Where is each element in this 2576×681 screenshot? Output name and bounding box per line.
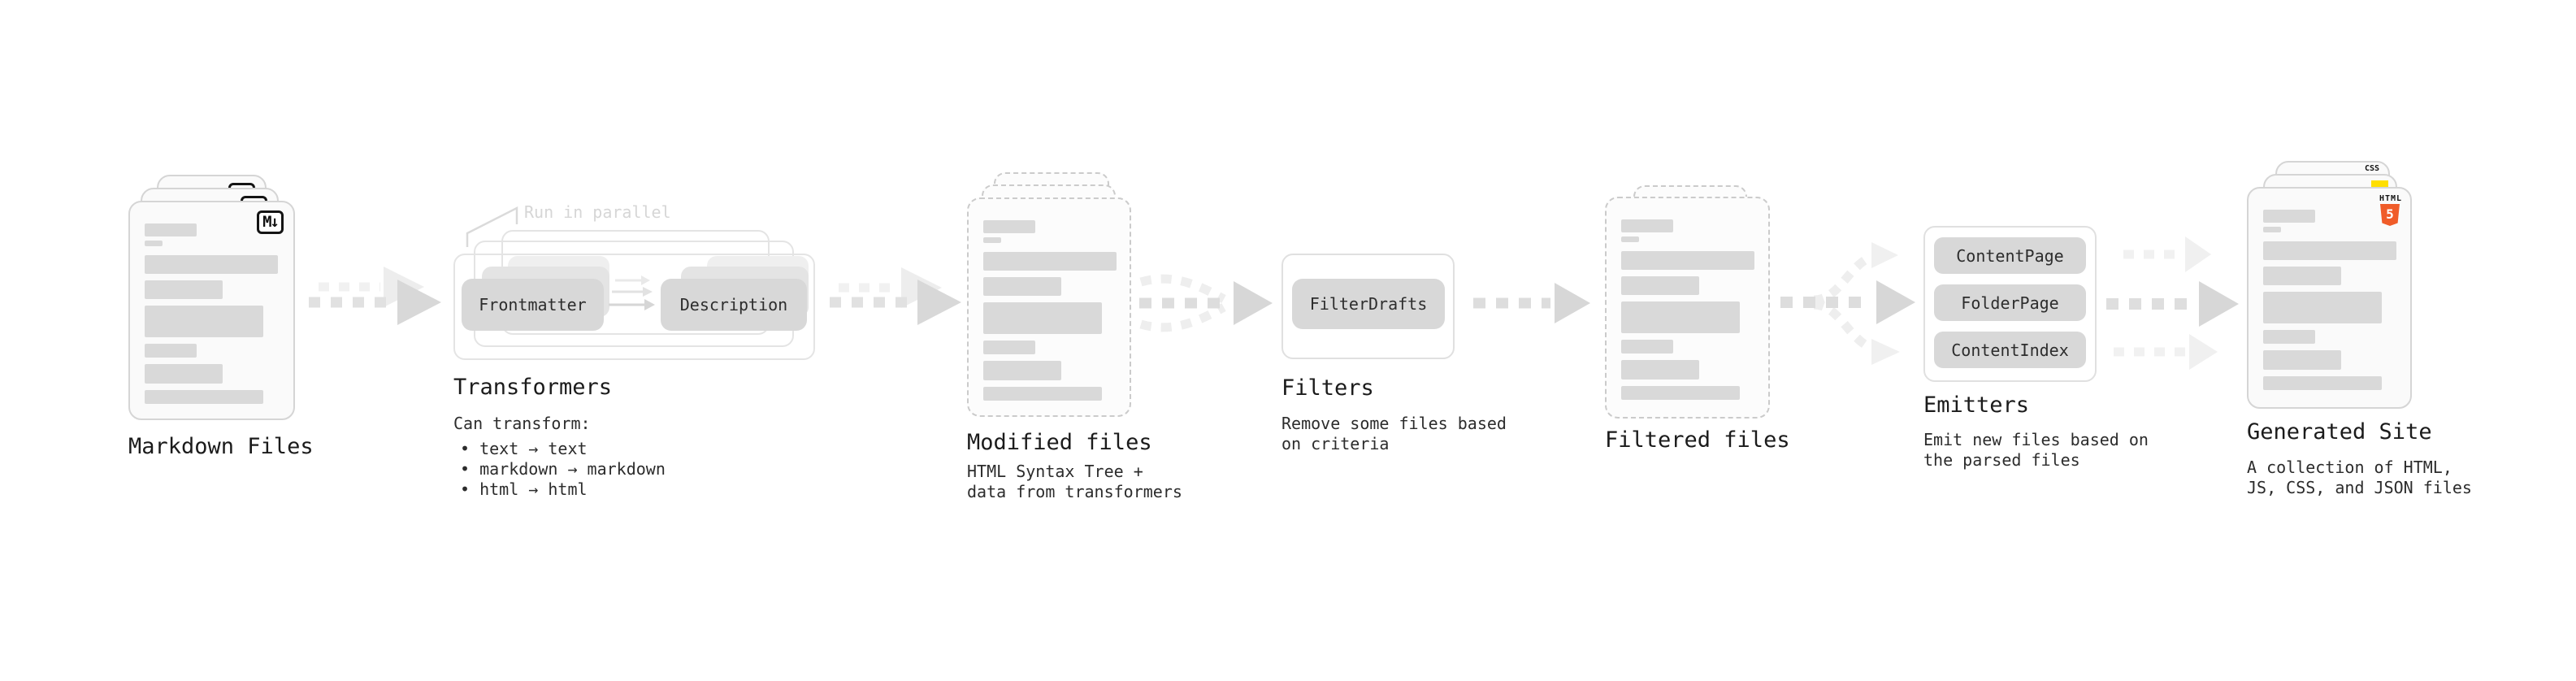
- filters-label: Filters: [1281, 375, 1374, 401]
- html5-icon-shield: 5: [2380, 204, 2400, 226]
- run-in-parallel-callout: Run in parallel: [524, 202, 671, 222]
- arrow-emitters-to-generated: [2106, 236, 2239, 370]
- filterdrafts-pill: FilterDrafts: [1292, 279, 1445, 329]
- transformer-frame-front: [453, 254, 815, 360]
- filtered-files-label: Filtered files: [1605, 427, 1790, 453]
- css-icon-text: CSS: [2364, 164, 2380, 173]
- document-content-placeholder: [1621, 219, 1754, 400]
- bullet-item: • text → text: [460, 439, 588, 458]
- filters-desc: Remove some files based on criteria: [1281, 414, 1507, 453]
- document-content-placeholder: [145, 223, 278, 404]
- transformers-label: Transformers: [453, 375, 613, 400]
- modified-files-label: Modified files: [967, 430, 1152, 455]
- generated-site-desc: A collection of HTML, JS, CSS, and JSON …: [2247, 458, 2472, 497]
- filtered-file-card-front: [1605, 197, 1770, 419]
- html5-icon-text: HTML: [2379, 194, 2403, 203]
- emitters-label: Emitters: [1923, 393, 2030, 418]
- emitters-desc: Emit new files based on the parsed files: [1923, 430, 2149, 470]
- bullet-item: • html → html: [460, 479, 588, 499]
- arrow-markdown-to-transformers: [309, 267, 441, 325]
- markdown-files-label: Markdown Files: [128, 434, 314, 459]
- contentpage-pill: ContentPage: [1934, 237, 2086, 274]
- frontmatter-pill: Frontmatter: [462, 279, 604, 331]
- transformers-desc-title: Can transform:: [453, 414, 591, 433]
- generated-file-card-front: HTML 5: [2247, 187, 2412, 409]
- document-content-placeholder: [983, 220, 1117, 401]
- description-pill: Description: [661, 279, 807, 331]
- modified-files-desc: HTML Syntax Tree + data from transformer…: [967, 462, 1182, 501]
- modified-file-card-front: [967, 197, 1131, 417]
- folderpage-pill: FolderPage: [1934, 284, 2086, 321]
- bullet-item: • markdown → markdown: [460, 459, 666, 479]
- arrow-transformers-to-modified: [830, 267, 961, 325]
- markdown-file-card-front: M↓: [128, 201, 295, 420]
- generated-site-label: Generated Site: [2247, 419, 2432, 445]
- document-content-placeholder: [2263, 210, 2396, 390]
- contentindex-pill: ContentIndex: [1934, 332, 2086, 368]
- transformers-bullet-list: • text → text • markdown → markdown • ht…: [460, 439, 666, 500]
- arrow-filters-to-filtered: [1473, 283, 1590, 323]
- markdown-icon: M↓: [257, 210, 284, 234]
- arrow-modified-to-filters: [1139, 274, 1273, 332]
- arrow-filtered-to-emitters: [1780, 242, 1915, 365]
- html5-icon: HTML 5: [2379, 194, 2403, 226]
